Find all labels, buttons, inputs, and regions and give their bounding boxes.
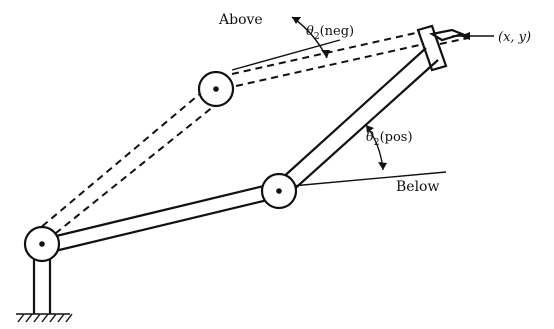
label-above: Above	[218, 12, 263, 28]
label-below: Below	[396, 179, 439, 195]
theta-pos-arrow-end-icon	[378, 162, 387, 170]
target-pointer	[452, 32, 494, 40]
label-target-xy: (x, y)	[498, 30, 531, 45]
angle-reference-lines	[231, 39, 447, 187]
base-joint	[23, 225, 61, 263]
elbow-joint-above	[197, 70, 235, 108]
forearm-below	[279, 47, 439, 194]
label-theta-pos: θ2(pos)	[366, 130, 413, 148]
upper-arm-above	[32, 91, 220, 242]
base-pedestal	[32, 258, 52, 314]
label-theta-neg: θ2(neg)	[306, 24, 354, 42]
elbow-joint-below	[260, 172, 298, 210]
wrist-gripper	[416, 24, 469, 72]
theta-neg-arrow-icon	[292, 17, 301, 24]
forearm-above	[231, 31, 425, 87]
upper-arm-below	[51, 182, 277, 253]
ground-hatch	[16, 313, 73, 323]
theta-pos-arrow-icon	[366, 125, 374, 133]
theta-neg-arrow-end-icon	[321, 50, 330, 58]
